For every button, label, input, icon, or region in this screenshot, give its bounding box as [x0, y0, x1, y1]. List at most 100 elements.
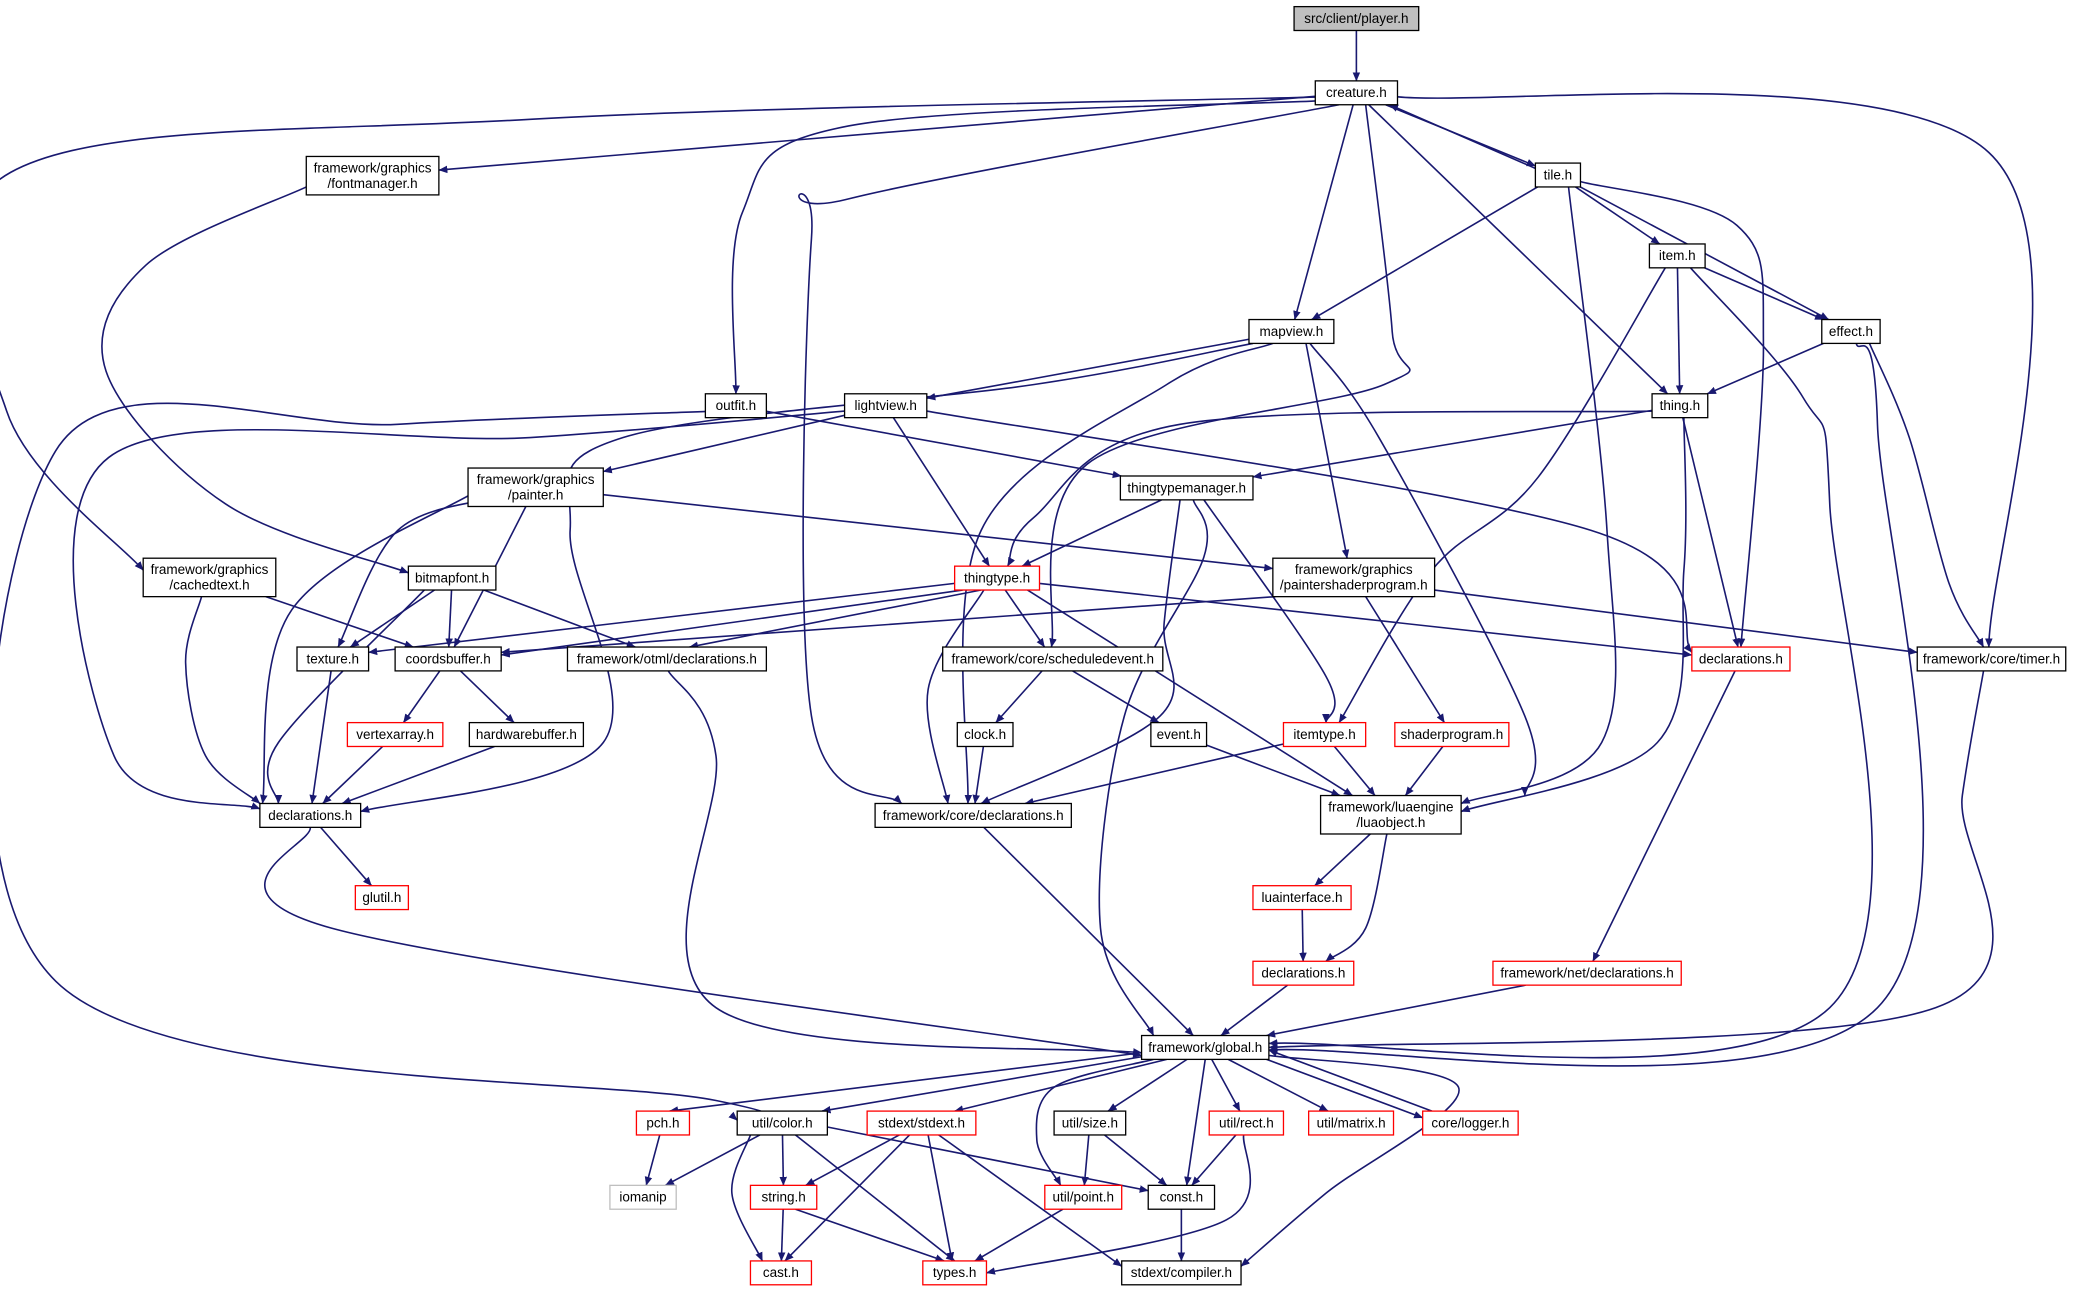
node-compiler[interactable]: stdext/compiler.h: [1121, 1260, 1242, 1286]
node-box: [866, 1110, 977, 1136]
edge-creature-to-coredecl: [798, 103, 1340, 805]
edge-itemtype-to-luaobject: [1333, 745, 1376, 797]
node-label: util/rect.h: [1219, 1115, 1274, 1130]
node-iomanip[interactable]: iomanip: [609, 1184, 677, 1210]
node-luaobject[interactable]: framework/luaengine/luaobject.h: [1319, 794, 1462, 835]
node-vertexarray[interactable]: vertexarray.h: [346, 721, 444, 748]
node-bitmapfont[interactable]: bitmapfont.h: [407, 565, 497, 591]
node-itemtype[interactable]: itemtype.h: [1282, 721, 1367, 748]
node-label: util/point.h: [1052, 1190, 1114, 1205]
node-cast[interactable]: cast.h: [749, 1260, 813, 1286]
node-label: /cachedtext.h: [169, 578, 249, 593]
edge-thing-to-thingtypemanager: [1252, 409, 1653, 480]
node-const[interactable]: const.h: [1147, 1184, 1216, 1210]
node-types[interactable]: types.h: [922, 1260, 988, 1286]
node-clientdecl[interactable]: declarations.h: [1691, 646, 1791, 672]
node-stdext[interactable]: stdext/stdext.h: [866, 1110, 977, 1136]
node-label: framework/core/declarations.h: [883, 808, 1064, 823]
node-item[interactable]: item.h: [1648, 243, 1706, 269]
node-scheduledevent[interactable]: framework/core/scheduledevent.h: [942, 646, 1164, 672]
edge-coordsbuffer-to-hardwarebuffer: [459, 670, 515, 724]
node-hardwarebuffer[interactable]: hardwarebuffer.h: [468, 721, 585, 748]
node-mapview[interactable]: mapview.h: [1248, 318, 1335, 345]
edge-timer-to-global: [1268, 670, 1994, 1051]
node-box: [1293, 5, 1420, 32]
node-glutil[interactable]: glutil.h: [354, 885, 410, 911]
edge-painter-to-gfxdecl: [260, 489, 478, 804]
node-box: [468, 721, 585, 748]
node-size[interactable]: util/size.h: [1053, 1110, 1127, 1136]
node-player[interactable]: src/client/player.h: [1293, 5, 1420, 32]
edge-clock-to-coredecl: [972, 746, 985, 804]
edge-global-to-rect: [1211, 1059, 1241, 1112]
node-clock[interactable]: clock.h: [956, 721, 1014, 748]
edge-tile-to-clientdecl: [1580, 180, 1765, 648]
node-box: [1492, 960, 1682, 986]
node-box: [704, 393, 768, 419]
node-box: [296, 646, 370, 672]
edge-global-to-size: [1107, 1058, 1188, 1112]
node-shaderprogram[interactable]: shaderprogram.h: [1394, 721, 1510, 748]
node-luainterface[interactable]: luainterface.h: [1252, 885, 1352, 911]
node-paintershader[interactable]: framework/graphics/paintershaderprogram.…: [1272, 557, 1436, 598]
node-outfit[interactable]: outfit.h: [704, 393, 768, 419]
node-tile[interactable]: tile.h: [1534, 162, 1582, 188]
edge-size-to-point: [1081, 1134, 1090, 1186]
node-pch[interactable]: pch.h: [635, 1110, 691, 1136]
node-box: [142, 557, 277, 598]
node-box: [1272, 557, 1436, 598]
edge-thingtype-to-texture: [368, 582, 955, 656]
node-timer[interactable]: framework/core/timer.h: [1916, 646, 2067, 672]
node-box: [1208, 1110, 1285, 1136]
edge-coordsbuffer-to-vertexarray: [402, 670, 441, 724]
node-coredecl[interactable]: framework/core/declarations.h: [874, 802, 1072, 829]
node-label: framework/net/declarations.h: [1500, 966, 1673, 981]
edge-thingtype-to-scheduledevent: [1004, 589, 1046, 648]
edge-global-to-compiler: [1240, 1054, 1460, 1267]
node-global[interactable]: framework/global.h: [1140, 1034, 1270, 1061]
node-color[interactable]: util/color.h: [736, 1110, 829, 1136]
node-thingtypemanager[interactable]: thingtypemanager.h: [1119, 475, 1254, 501]
edge-mapview-to-luaobject: [1309, 342, 1537, 796]
node-box: [1147, 1184, 1216, 1210]
node-event[interactable]: event.h: [1150, 721, 1208, 748]
edge-pch-to-iomanip: [644, 1134, 661, 1186]
node-box: [1121, 1260, 1242, 1286]
node-label: util/size.h: [1062, 1115, 1118, 1130]
node-label: shaderprogram.h: [1400, 727, 1503, 742]
node-gfxdecl[interactable]: declarations.h: [259, 802, 362, 829]
node-thingtype[interactable]: thingtype.h: [953, 565, 1041, 591]
node-painter[interactable]: framework/graphics/painter.h: [467, 467, 604, 508]
node-luadecl[interactable]: declarations.h: [1252, 960, 1355, 986]
node-matrix[interactable]: util/matrix.h: [1308, 1110, 1395, 1136]
node-lightview[interactable]: lightview.h: [843, 393, 928, 419]
edge-coredecl-to-global: [983, 826, 1194, 1037]
node-creature[interactable]: creature.h: [1314, 80, 1399, 106]
node-string[interactable]: string.h: [749, 1184, 818, 1210]
node-label: declarations.h: [1261, 966, 1345, 981]
node-box: [635, 1110, 691, 1136]
edge-outfit-to-thingtypemanager: [766, 410, 1122, 479]
node-label: tile.h: [1544, 167, 1573, 182]
node-box: [1821, 318, 1881, 345]
edge-creature-to-cachedtext: [0, 95, 1326, 571]
node-logger[interactable]: core/logger.h: [1422, 1110, 1519, 1136]
node-texture[interactable]: texture.h: [296, 646, 370, 672]
node-cachedtext[interactable]: framework/graphics/cachedtext.h: [142, 557, 277, 598]
edge-thing-to-clientdecl: [1682, 417, 1740, 648]
edge-mapview-to-gfxdecl: [360, 342, 1254, 813]
node-thing[interactable]: thing.h: [1651, 393, 1709, 419]
node-effect[interactable]: effect.h: [1821, 318, 1881, 345]
node-label: declarations.h: [268, 808, 352, 823]
edge-global-to-point: [1035, 1058, 1154, 1186]
node-otmldecl[interactable]: framework/otml/declarations.h: [566, 646, 768, 672]
node-point[interactable]: util/point.h: [1044, 1184, 1123, 1210]
node-netdecl[interactable]: framework/net/declarations.h: [1492, 960, 1682, 986]
node-coordsbuffer[interactable]: coordsbuffer.h: [394, 646, 502, 672]
node-rect[interactable]: util/rect.h: [1208, 1110, 1285, 1136]
node-box: [874, 802, 1072, 829]
node-fontmanager[interactable]: framework/graphics/fontmanager.h: [305, 155, 440, 196]
edge-color-to-const: [827, 1126, 1149, 1193]
edge-bitmapfont-to-gfxdecl: [266, 589, 425, 804]
node-box: [467, 467, 604, 508]
